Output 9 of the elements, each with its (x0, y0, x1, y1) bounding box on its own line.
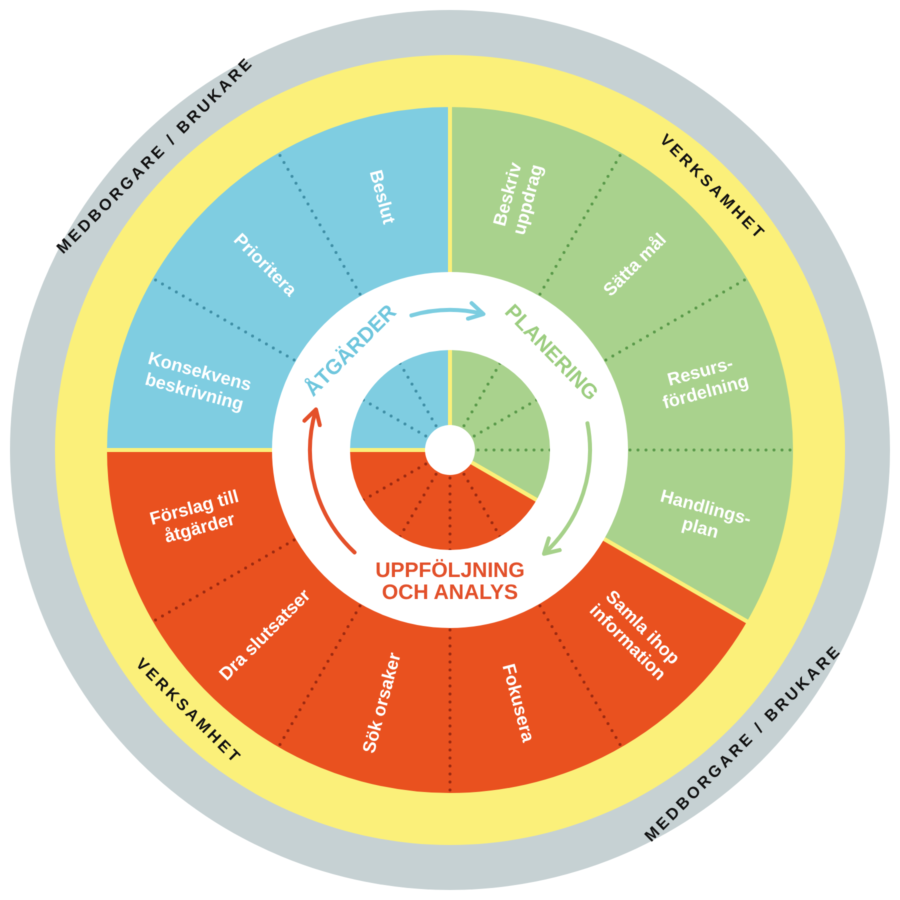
step-label: Beskriv uppdrag (482, 132, 554, 262)
curved-arrow (409, 302, 486, 322)
curved-arrow (542, 421, 592, 556)
step-label: Förslag till åtgärder (132, 482, 262, 554)
step-label: Beslut (356, 135, 408, 259)
step-label: Fokusera (492, 641, 544, 765)
phase-label: UPPFÖLJNING OCH ANALYS (365, 560, 535, 604)
curved-arrow (303, 407, 357, 554)
step-label: Sök orsaker (356, 641, 408, 765)
